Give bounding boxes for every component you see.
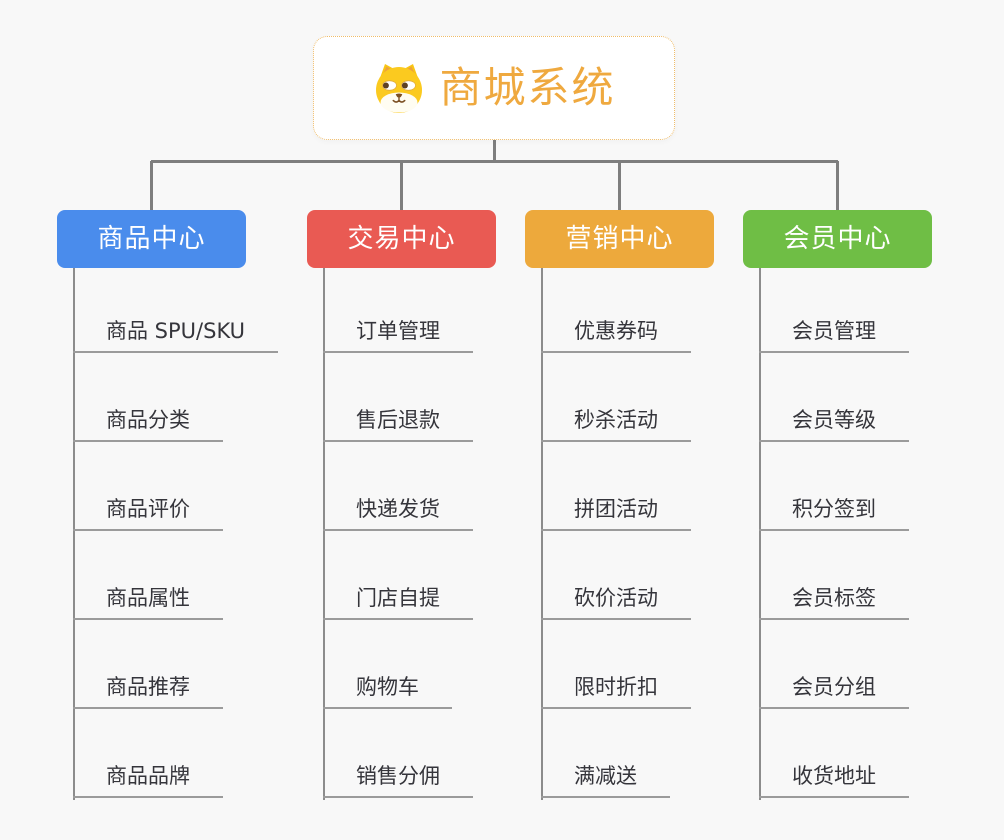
branch-header-product-center[interactable]: 商品中心	[57, 210, 246, 268]
connector-root-stub	[493, 138, 496, 162]
topic-label: 商品属性	[73, 586, 223, 620]
topic-label: 拼团活动	[541, 497, 691, 531]
branch-connector-line	[323, 268, 325, 800]
connector-branch-stub	[836, 161, 839, 210]
connector-bus-line	[151, 160, 838, 163]
topic-label: 售后退款	[323, 408, 473, 442]
topic-node[interactable]: 秒杀活动	[541, 353, 691, 442]
topic-label: 积分签到	[759, 497, 909, 531]
topic-node[interactable]: 商品品牌	[73, 709, 278, 798]
topic-node[interactable]: 商品分类	[73, 353, 278, 442]
topic-node[interactable]: 商品属性	[73, 531, 278, 620]
topic-node[interactable]: 购物车	[323, 620, 473, 709]
topic-node[interactable]: 满减送	[541, 709, 691, 798]
topic-node[interactable]: 商品评价	[73, 442, 278, 531]
branch-product-center: 商品中心 商品 SPU/SKU 商品分类 商品评价 商品属性 商品推荐 商品品牌	[57, 210, 317, 800]
topic-label: 限时折扣	[541, 675, 691, 709]
topic-label: 秒杀活动	[541, 408, 691, 442]
topic-node[interactable]: 会员管理	[759, 264, 909, 353]
branch-member-center: 会员中心 会员管理 会员等级 积分签到 会员标签 会员分组 收货地址	[743, 210, 1003, 800]
topic-label: 商品品牌	[73, 764, 223, 798]
topic-label: 会员等级	[759, 408, 909, 442]
branch-connector-line	[541, 268, 543, 800]
topic-label: 商品推荐	[73, 675, 223, 709]
branch-header-marketing-center[interactable]: 营销中心	[525, 210, 714, 268]
topic-label: 商品 SPU/SKU	[73, 319, 279, 353]
topic-label: 会员标签	[759, 586, 909, 620]
connector-branch-stub	[400, 161, 403, 210]
branch-connector-line	[759, 268, 761, 800]
topic-node[interactable]: 砍价活动	[541, 531, 691, 620]
branch-items: 会员管理 会员等级 积分签到 会员标签 会员分组 收货地址	[759, 264, 909, 798]
topic-node[interactable]: 优惠券码	[541, 264, 691, 353]
branch-marketing-center: 营销中心 优惠券码 秒杀活动 拼团活动 砍价活动 限时折扣 满减送	[525, 210, 785, 800]
topic-label: 优惠券码	[541, 319, 691, 353]
topic-node[interactable]: 订单管理	[323, 264, 473, 353]
branch-label: 营销中心	[565, 224, 674, 254]
topic-label: 收货地址	[759, 764, 909, 798]
topic-label: 销售分佣	[323, 764, 473, 798]
topic-label: 砍价活动	[541, 586, 691, 620]
root-node[interactable]: 商城系统	[313, 36, 675, 140]
topic-label: 商品评价	[73, 497, 223, 531]
branch-label: 交易中心	[347, 224, 456, 254]
branch-header-member-center[interactable]: 会员中心	[743, 210, 932, 268]
topic-node[interactable]: 收货地址	[759, 709, 909, 798]
topic-node[interactable]: 拼团活动	[541, 442, 691, 531]
branch-items: 商品 SPU/SKU 商品分类 商品评价 商品属性 商品推荐 商品品牌	[73, 264, 279, 798]
branch-header-trade-center[interactable]: 交易中心	[307, 210, 496, 268]
topic-node[interactable]: 售后退款	[323, 353, 473, 442]
topic-node[interactable]: 会员等级	[759, 353, 909, 442]
topic-node[interactable]: 快递发货	[323, 442, 473, 531]
topic-label: 满减送	[541, 764, 670, 798]
branch-items: 订单管理 售后退款 快递发货 门店自提 购物车 销售分佣	[323, 264, 473, 798]
topic-label: 会员管理	[759, 319, 909, 353]
connector-branch-stub	[150, 161, 153, 210]
topic-node[interactable]: 商品推荐	[73, 620, 278, 709]
connector-branch-stub	[618, 161, 621, 210]
topic-node[interactable]: 门店自提	[323, 531, 473, 620]
topic-node[interactable]: 会员分组	[759, 620, 909, 709]
topic-label: 商品分类	[73, 408, 223, 442]
branch-trade-center: 交易中心 订单管理 售后退款 快递发货 门店自提 购物车 销售分佣	[307, 210, 567, 800]
topic-node[interactable]: 限时折扣	[541, 620, 691, 709]
topic-node[interactable]: 销售分佣	[323, 709, 473, 798]
topic-node[interactable]: 会员标签	[759, 531, 909, 620]
dog-face-icon	[372, 61, 426, 115]
root-title: 商城系统	[439, 63, 616, 112]
topic-node[interactable]: 商品 SPU/SKU	[73, 264, 279, 353]
topic-label: 快递发货	[323, 497, 473, 531]
topic-label: 购物车	[323, 675, 452, 709]
branch-label: 商品中心	[97, 224, 206, 254]
branch-label: 会员中心	[783, 224, 892, 254]
topic-label: 订单管理	[323, 319, 473, 353]
branch-items: 优惠券码 秒杀活动 拼团活动 砍价活动 限时折扣 满减送	[541, 264, 691, 798]
topic-label: 会员分组	[759, 675, 909, 709]
topic-label: 门店自提	[323, 586, 473, 620]
branch-connector-line	[73, 268, 75, 800]
topic-node[interactable]: 积分签到	[759, 442, 909, 531]
